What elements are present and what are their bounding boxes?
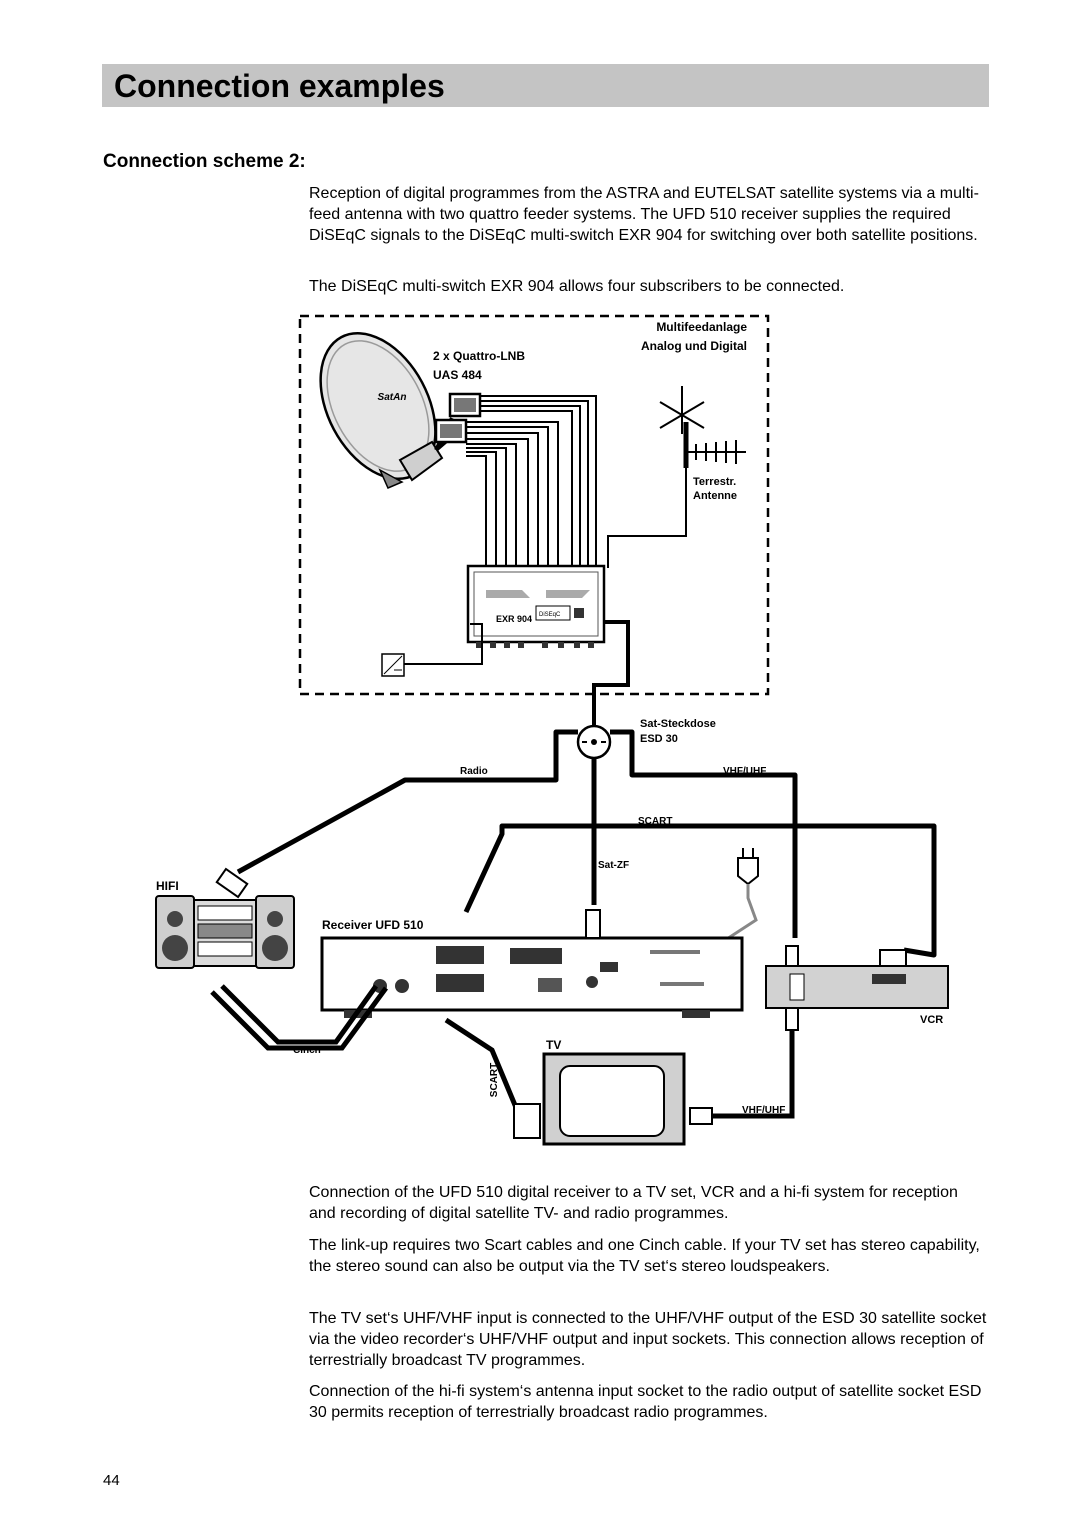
vhf-uhf-label: VHF/UHF — [742, 1105, 785, 1116]
title-bar: Connection examples — [102, 64, 989, 107]
socket-label: ESD 30 — [640, 733, 678, 745]
lnb-cables — [466, 395, 597, 568]
sat-socket-esd-30 — [576, 724, 612, 760]
dish-logo: SatAn — [378, 392, 407, 403]
radio-plug-icon — [215, 867, 249, 899]
body-paragraph: The link-up requires two Scart cables an… — [309, 1237, 980, 1275]
multiswitch-exr-904: EXR 904 DiSEqC — [466, 564, 606, 648]
intro-paragraph: The DiSEqC multi-switch EXR 904 allows f… — [309, 278, 845, 295]
hifi-system-icon — [155, 895, 295, 969]
sat-zf-label: Sat-ZF — [598, 860, 629, 871]
vcr-label: VCR — [920, 1014, 943, 1026]
mains-cable — [709, 884, 758, 952]
body-paragraph: The TV set‘s UHF/VHF input is connected … — [309, 1310, 987, 1369]
body-paragraph: Connection of the UFD 510 digital receiv… — [309, 1184, 958, 1222]
multifeed-enclosure — [298, 314, 770, 696]
power-supply-cable — [404, 623, 483, 665]
vhf-plug-icon — [689, 1107, 713, 1125]
tv-label: TV — [546, 1038, 561, 1052]
terrestrial-cable — [607, 468, 687, 568]
satellite-dish-icon: SatAn — [319, 331, 454, 489]
intro-paragraph: Reception of digital programmes from the… — [309, 185, 979, 244]
switch-model: EXR 904 — [496, 614, 532, 624]
section-heading: Connection scheme 2: — [103, 151, 306, 172]
receiver-label: Receiver UFD 510 — [322, 918, 424, 932]
terrestrial-label: Antenne — [693, 490, 737, 502]
socket-label: Sat-Steckdose — [640, 718, 716, 730]
page-number: 44 — [103, 1472, 120, 1489]
lnb-label: UAS 484 — [433, 368, 482, 382]
power-supply-icon — [381, 653, 405, 677]
vhf-uhf-label: VHF/UHF — [723, 766, 766, 777]
multifeed-label: Analog und Digital — [641, 339, 747, 353]
lnb-label: 2 x Quattro-LNB — [433, 349, 525, 363]
body-paragraph: Connection of the hi-fi system‘s antenna… — [309, 1383, 982, 1421]
vhf-uhf-tv-cable — [706, 1030, 795, 1119]
scart-cable-vcr — [463, 823, 937, 958]
quattro-lnb-icon — [434, 392, 482, 444]
terrestrial-label: Terrestr. — [693, 476, 736, 488]
receiver-ufd-510 — [320, 909, 744, 1018]
hifi-label: HIFI — [156, 879, 179, 893]
connection-diagram: Multifeedanlage Analog und Digital SatAn… — [155, 314, 949, 1146]
cinch-label: Cinch — [293, 1045, 321, 1056]
scart-cable-tv — [444, 1017, 525, 1123]
scart-label: SCART — [489, 1063, 500, 1097]
vhf-uhf-cable — [610, 729, 798, 938]
scart-label: SCART — [638, 816, 672, 827]
vcr-icon — [765, 945, 949, 1031]
cinch-cable — [220, 984, 379, 1045]
radio-label: Radio — [460, 766, 488, 777]
terrestrial-antenna-icon — [659, 386, 746, 468]
switch-brand: DiSEqC — [539, 612, 561, 618]
tv-icon — [513, 1052, 686, 1146]
multifeed-label: Multifeedanlage — [656, 320, 747, 334]
cinch-cable — [210, 986, 389, 1051]
page-title: Connection examples — [114, 68, 445, 104]
radio-cable — [236, 729, 578, 875]
sat-main-cable — [592, 620, 630, 728]
mains-plug-icon — [737, 848, 759, 886]
